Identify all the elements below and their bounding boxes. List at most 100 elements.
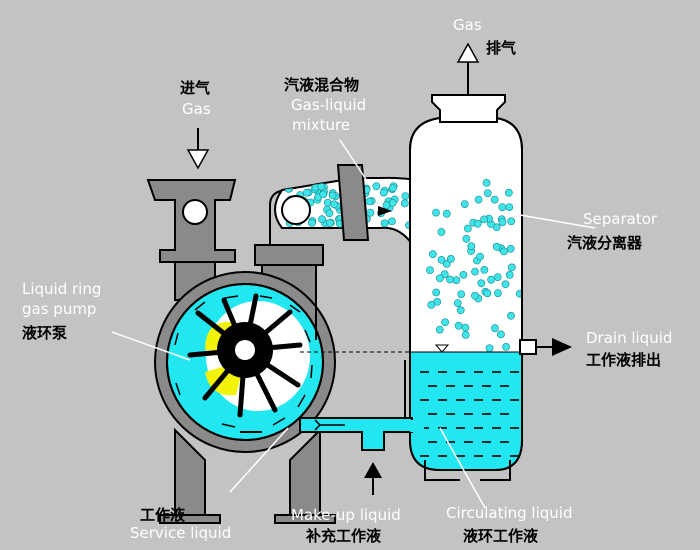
gas-bubble bbox=[477, 279, 486, 288]
mixture-label-zh: 汽液混合物 bbox=[284, 76, 359, 94]
gas-bubble bbox=[427, 300, 436, 309]
gas-bubble bbox=[507, 217, 516, 226]
gas-bubble bbox=[435, 274, 444, 283]
gas-bubble bbox=[325, 219, 334, 227]
drain-arrow bbox=[536, 338, 572, 356]
gas-bubble bbox=[401, 192, 410, 200]
gas-bubble bbox=[387, 217, 396, 226]
gas-bubble bbox=[372, 182, 381, 191]
gas-bubble bbox=[485, 344, 494, 353]
gas-bubble bbox=[441, 318, 449, 327]
separator-label-zh: 汽液分离器 bbox=[567, 234, 643, 252]
gas-bubble bbox=[467, 242, 476, 251]
gas-bubble bbox=[490, 324, 499, 333]
gas-bubble bbox=[302, 188, 311, 197]
gas-bubble bbox=[317, 182, 326, 191]
circulating-label-zh: 液环工作液 bbox=[463, 527, 539, 545]
gas-bubble bbox=[442, 209, 451, 218]
gas-bubble bbox=[307, 218, 316, 227]
gas-bubble bbox=[366, 208, 375, 217]
gas-bubble bbox=[505, 203, 514, 211]
makeup-label-zh: 补充工作液 bbox=[305, 527, 382, 545]
makeup-label: Make-up liquid bbox=[291, 506, 401, 524]
gas-bubble bbox=[435, 325, 444, 334]
gas-bubble bbox=[493, 289, 502, 298]
pump-label-line1: Liquid ring bbox=[22, 280, 101, 298]
service-label: Service liquid bbox=[130, 524, 231, 542]
gas-bubble bbox=[456, 306, 465, 315]
inlet-opening bbox=[182, 199, 208, 225]
gas-bubble bbox=[379, 188, 388, 197]
gas-bubble bbox=[461, 323, 470, 332]
gas-bubble bbox=[437, 228, 446, 236]
gas-bubble bbox=[389, 184, 397, 192]
gas-bubble bbox=[454, 321, 463, 330]
gas-bubble bbox=[463, 224, 472, 233]
separator-vessel bbox=[409, 94, 537, 481]
service-liquid-pipe bbox=[299, 417, 424, 451]
gas-out-label: Gas bbox=[453, 16, 482, 34]
gas-bubble bbox=[462, 234, 471, 243]
gas-bubble bbox=[480, 265, 489, 274]
gas-bubble bbox=[328, 191, 337, 200]
gas-bubble bbox=[501, 280, 510, 289]
drain-label-zh: 工作液排出 bbox=[586, 351, 661, 369]
gas-bubble bbox=[507, 263, 516, 272]
pump-casing bbox=[154, 271, 336, 453]
gas-bubble bbox=[460, 200, 469, 208]
gas-bubble bbox=[493, 273, 502, 281]
gas-out-label-zh: 排气 bbox=[486, 39, 516, 57]
gas-bubble bbox=[498, 218, 507, 227]
gas-bubble bbox=[461, 330, 470, 339]
gas-bubble bbox=[380, 219, 389, 228]
gas-bubble bbox=[482, 178, 491, 187]
gas-bubble bbox=[473, 219, 482, 228]
gas-bubble bbox=[483, 289, 492, 298]
gas-bubble bbox=[476, 252, 484, 261]
gas-bubble bbox=[437, 255, 446, 264]
gas-bubble bbox=[498, 203, 507, 212]
gas-bubble bbox=[400, 199, 409, 208]
gas-bubble bbox=[446, 254, 455, 263]
gas-bubble bbox=[365, 197, 374, 206]
gas-bubble bbox=[457, 290, 466, 298]
service-label-zh: 工作液 bbox=[140, 506, 186, 524]
gas-bubble bbox=[318, 215, 326, 224]
mixture-label-line1: Gas-liquid bbox=[291, 96, 366, 114]
gas-bubble bbox=[432, 208, 440, 217]
gas-bubble bbox=[428, 250, 437, 259]
separator-label: Separator bbox=[583, 210, 658, 228]
makeup-arrow bbox=[364, 462, 382, 495]
gas-bubble bbox=[432, 288, 441, 297]
mixture-flow-arrow bbox=[378, 206, 392, 216]
gas-bubble bbox=[471, 267, 479, 276]
gas-bubble bbox=[490, 195, 499, 204]
gas-bubble bbox=[442, 259, 451, 268]
gas-bubble bbox=[471, 291, 479, 300]
gas-bubble bbox=[319, 190, 328, 199]
gas-bubble bbox=[502, 342, 510, 351]
gas-in-label: Gas bbox=[182, 100, 211, 118]
gas-bubble bbox=[480, 215, 489, 224]
gas-bubble bbox=[504, 188, 513, 197]
gas-bubble bbox=[330, 200, 338, 209]
gas-bubble bbox=[453, 299, 462, 307]
gas-bubble bbox=[499, 247, 508, 256]
gas-bubble bbox=[487, 275, 496, 284]
gas-bubble bbox=[505, 270, 514, 279]
drain-label: Drain liquid bbox=[586, 329, 672, 347]
pump-label-line2: gas pump bbox=[22, 300, 96, 318]
pump-label-zh: 液环泵 bbox=[22, 324, 67, 342]
mixture-label-line2: mixture bbox=[292, 116, 350, 134]
gas-in-label-zh: 进气 bbox=[180, 79, 210, 97]
gas-bubble bbox=[325, 209, 334, 218]
gas-bubble bbox=[496, 330, 505, 339]
pump-base bbox=[159, 427, 336, 524]
gas-bubble bbox=[474, 195, 483, 204]
gas-bubble bbox=[388, 198, 397, 207]
gas-bubble bbox=[492, 242, 501, 251]
gas-bubble bbox=[507, 311, 515, 320]
leader-lines bbox=[111, 139, 596, 509]
